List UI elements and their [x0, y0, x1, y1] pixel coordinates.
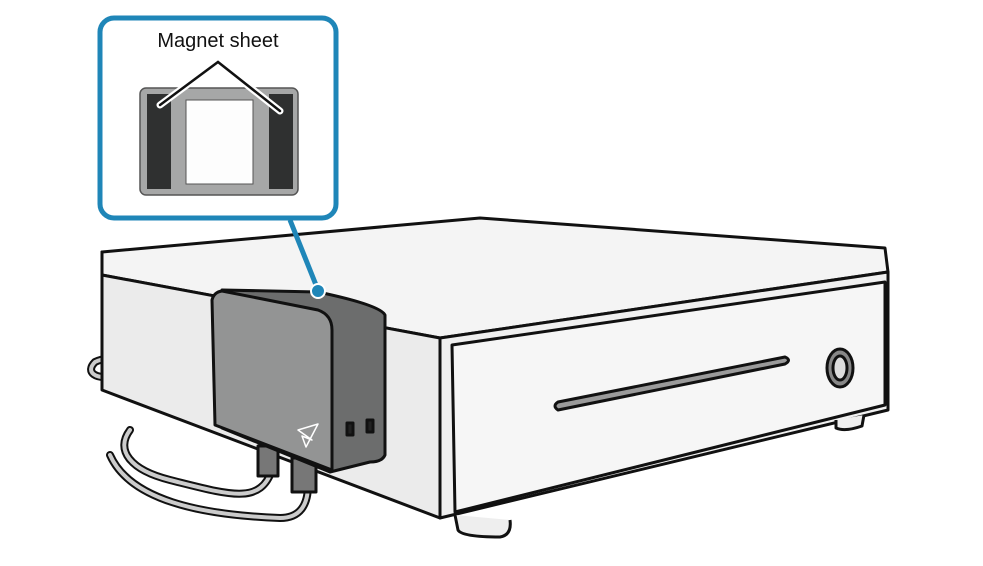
magnet-sheet-label: Magnet sheet	[157, 30, 279, 52]
usb-hub	[210, 288, 387, 494]
callout	[97, 15, 339, 299]
logo-icon	[297, 423, 319, 448]
magnet-sheet-left	[147, 94, 171, 189]
drawer-slot	[553, 355, 790, 412]
port-icon	[365, 418, 375, 434]
drawer-foot	[453, 514, 512, 539]
label-area	[185, 99, 254, 185]
port-icon	[345, 421, 355, 437]
